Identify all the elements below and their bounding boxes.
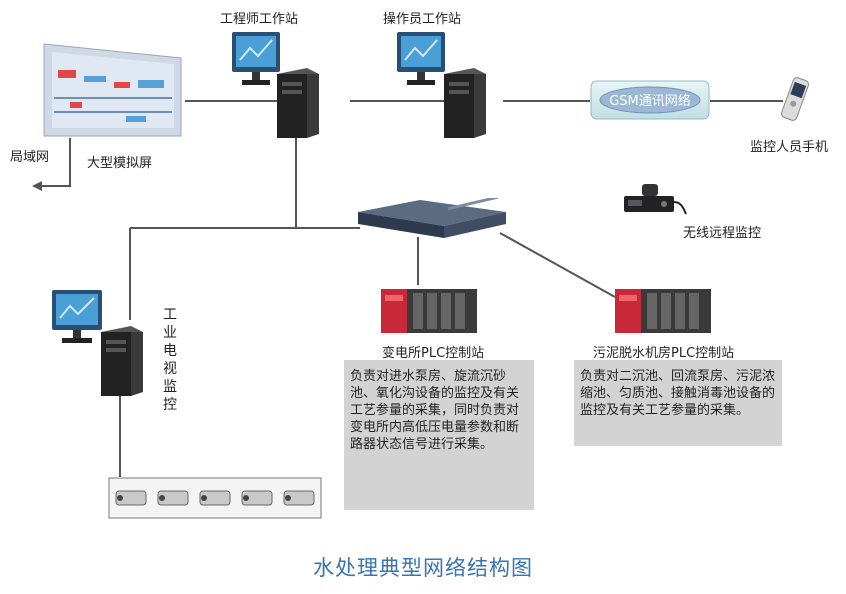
gsm-network-box: GSM通讯网络 xyxy=(590,80,710,120)
dewatering-plc-label: 污泥脱水机房PLC控制站 xyxy=(593,346,735,361)
engineer-tower-pc-icon xyxy=(277,68,319,138)
big-screen-label: 大型模拟屏 xyxy=(87,156,153,171)
substation-plc-label: 变电所PLC控制站 xyxy=(382,346,485,361)
lan-label: 局域网 xyxy=(10,150,50,165)
substation-plc-icon xyxy=(381,285,479,337)
engineer-monitor-icon xyxy=(228,30,284,88)
wireless-label: 无线远程监控 xyxy=(683,226,762,241)
diagram-caption: 水处理典型网络结构图 xyxy=(313,556,533,580)
radio-transceiver-icon xyxy=(620,180,690,218)
cctv-tower-pc-icon xyxy=(101,326,143,396)
operator-workstation-label: 操作员工作站 xyxy=(383,12,462,27)
phone-label: 监控人员手机 xyxy=(750,140,829,155)
operator-monitor-icon xyxy=(393,30,449,88)
gsm-network-label: GSM通讯网络 xyxy=(609,94,691,109)
dewatering-plc-icon xyxy=(615,285,713,337)
cctv-label: 工业电视监控 xyxy=(163,307,177,413)
dewatering-note: 负责对二沉池、回流泵房、污泥浓缩池、匀质池、接触消毒池设备的监控及有关工艺参量的… xyxy=(574,360,782,446)
substation-note: 负责对进水泵房、旋流沉砂池、氧化沟设备的监控及有关工艺参量的采集，同时负责对变电… xyxy=(344,360,534,510)
operator-tower-pc-icon xyxy=(444,68,486,138)
camera-row xyxy=(108,477,322,519)
network-switch-icon xyxy=(358,195,508,240)
large-display-screen xyxy=(40,42,185,138)
cctv-monitor-icon xyxy=(48,288,108,346)
engineer-workstation-label: 工程师工作站 xyxy=(220,12,299,27)
mobile-phone-icon xyxy=(778,74,812,124)
